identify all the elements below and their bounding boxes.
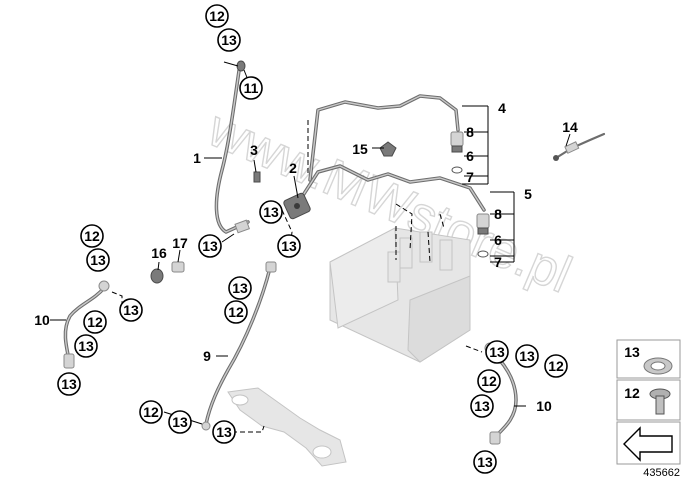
document-number: 435662: [643, 467, 680, 479]
callout-12-r: 12: [544, 354, 568, 378]
legend-bolt: 12: [616, 379, 681, 421]
callout-12-bl: 12: [139, 400, 163, 424]
svg-text:12: 12: [228, 304, 244, 320]
svg-text:12: 12: [548, 358, 564, 374]
label-10-left: 10: [34, 312, 50, 328]
svg-text:13: 13: [477, 454, 493, 470]
callout-13-l4: 13: [57, 372, 81, 396]
label-5: 5: [524, 186, 532, 202]
svg-text:13: 13: [624, 344, 640, 360]
callout-13-r3: 13: [470, 394, 494, 418]
callout-12-top: 12: [205, 4, 229, 28]
svg-text:12: 12: [481, 373, 497, 389]
label-7b: 7: [494, 254, 502, 270]
callout-13-left: 13: [86, 248, 110, 272]
callout-12-9: 12: [224, 300, 248, 324]
callout-13-hose1: 13: [198, 234, 222, 258]
small-parts-16-17: [150, 261, 185, 284]
svg-text:13: 13: [232, 280, 248, 296]
brake-hose-1: [214, 60, 250, 234]
label-8a: 8: [466, 124, 474, 140]
label-6a: 6: [466, 148, 474, 164]
svg-text:12: 12: [624, 385, 640, 401]
callout-13-bc: 13: [212, 420, 236, 444]
callout-13-bl: 13: [168, 410, 192, 434]
callout-13-top: 13: [217, 28, 241, 52]
svg-text:13: 13: [474, 398, 490, 414]
legend-washer: 13: [616, 339, 681, 379]
dashed-connectors: [111, 120, 483, 433]
svg-text:12: 12: [87, 314, 103, 330]
label-15: 15: [352, 141, 368, 157]
label-6b: 6: [494, 232, 502, 248]
svg-text:12: 12: [84, 228, 100, 244]
svg-text:12: 12: [209, 8, 225, 24]
svg-text:13: 13: [519, 348, 535, 364]
callout-13-mid: 13: [259, 200, 283, 224]
label-17: 17: [172, 235, 188, 251]
callout-13-r1: 13: [485, 340, 509, 364]
callout-12-left: 12: [80, 224, 104, 248]
label-10-right: 10: [536, 398, 552, 414]
brake-line-5: [298, 164, 486, 212]
callout-12-r2: 12: [477, 369, 501, 393]
brake-distributor: [283, 192, 311, 220]
svg-text:13: 13: [281, 238, 297, 254]
svg-text:13: 13: [216, 424, 232, 440]
fitting-set-b: [476, 213, 490, 258]
svg-text:13: 13: [489, 344, 505, 360]
callout-13-l2: 13: [119, 298, 143, 322]
sensor-cable-14: [553, 132, 606, 161]
label-16: 16: [151, 245, 167, 261]
bolt-3: [253, 171, 261, 183]
callout-13-r2: 13: [515, 344, 539, 368]
brake-hose-9: [201, 261, 277, 431]
legend-arrow: [616, 421, 681, 465]
fitting-set-a: [450, 131, 464, 174]
callout-11: 11: [239, 76, 263, 100]
label-14: 14: [562, 119, 578, 135]
brake-line-4: [308, 94, 460, 182]
callout-13-l3: 13: [74, 334, 98, 358]
svg-text:13: 13: [61, 376, 77, 392]
label-1: 1: [193, 150, 201, 166]
svg-text:13: 13: [78, 338, 94, 354]
clip-15: [379, 141, 397, 157]
callout-13-l1: 13: [277, 234, 301, 258]
svg-text:13: 13: [90, 252, 106, 268]
svg-text:13: 13: [221, 32, 237, 48]
label-9: 9: [203, 348, 211, 364]
svg-text:12: 12: [143, 404, 159, 420]
callout-12-l3: 12: [83, 310, 107, 334]
label-7a: 7: [466, 169, 474, 185]
label-8b: 8: [494, 206, 502, 222]
callout-13-9top: 13: [228, 276, 252, 300]
svg-text:11: 11: [244, 80, 259, 96]
label-3: 3: [250, 142, 258, 158]
svg-text:13: 13: [172, 414, 188, 430]
brake-hose-10-left: [63, 280, 110, 369]
fork-bridge: [227, 387, 347, 467]
svg-text:13: 13: [263, 204, 279, 220]
label-2: 2: [289, 160, 297, 176]
label-4: 4: [498, 100, 506, 116]
callout-13-rb: 13: [473, 450, 497, 474]
abs-pressure-modulator: [329, 227, 471, 363]
svg-text:13: 13: [123, 302, 139, 318]
svg-text:13: 13: [202, 238, 218, 254]
